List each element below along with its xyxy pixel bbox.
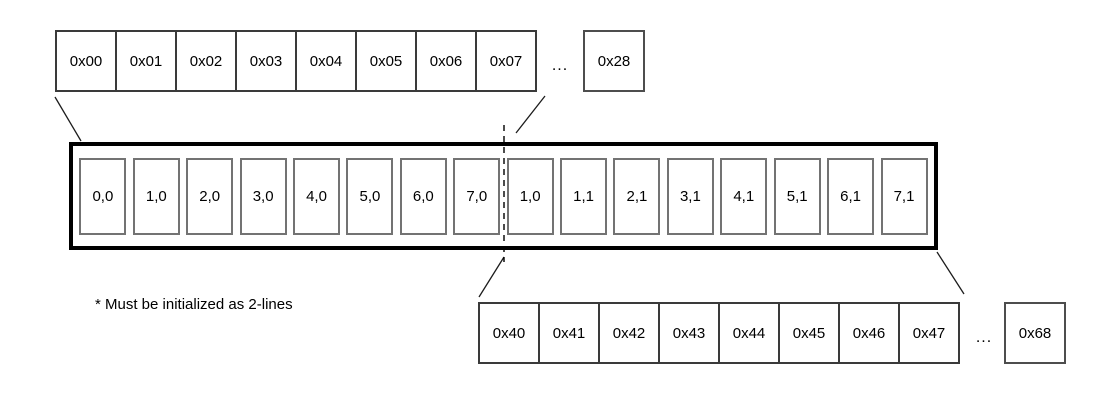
cache-line-container: 0,0 1,0 2,0 3,0 4,0 5,0 6,0 7,0 1,0 1,1 … bbox=[69, 142, 938, 250]
top-address-row: 0x00 0x01 0x02 0x03 0x04 0x05 0x06 0x07 bbox=[55, 30, 537, 92]
note-text: * Must be initialized as 2-lines bbox=[95, 296, 293, 313]
address-cell: 0x42 bbox=[598, 302, 660, 364]
address-cell: 0x44 bbox=[718, 302, 780, 364]
address-cell: 0x07 bbox=[475, 30, 537, 92]
top-ellipsis: ... bbox=[551, 57, 569, 74]
address-cell-tail: 0x68 bbox=[1004, 302, 1066, 364]
cache-cell: 5,0 bbox=[346, 157, 394, 235]
cache-cell: 5,1 bbox=[773, 157, 821, 235]
cache-cell: 7,0 bbox=[453, 157, 501, 235]
cache-cell: 0,0 bbox=[79, 157, 127, 235]
address-cell: 0x03 bbox=[235, 30, 297, 92]
connector-line bbox=[478, 256, 505, 298]
cache-cell: 1,0 bbox=[132, 157, 180, 235]
cache-cell: 2,1 bbox=[613, 157, 661, 235]
cache-cell: 3,1 bbox=[666, 157, 714, 235]
address-cell-tail: 0x28 bbox=[583, 30, 645, 92]
address-cell: 0x45 bbox=[778, 302, 840, 364]
bottom-address-row: 0x40 0x41 0x42 0x43 0x44 0x45 0x46 0x47 bbox=[478, 302, 960, 364]
address-cell: 0x41 bbox=[538, 302, 600, 364]
address-cell: 0x47 bbox=[898, 302, 960, 364]
cache-cell: 6,1 bbox=[827, 157, 875, 235]
address-cell: 0x05 bbox=[355, 30, 417, 92]
cache-cell: 1,0 bbox=[506, 157, 554, 235]
address-cell: 0x06 bbox=[415, 30, 477, 92]
cache-cell: 4,1 bbox=[720, 157, 768, 235]
cache-cell: 1,1 bbox=[560, 157, 608, 235]
address-cell: 0x40 bbox=[478, 302, 540, 364]
address-cell: 0x04 bbox=[295, 30, 357, 92]
cache-cell: 4,0 bbox=[293, 157, 341, 235]
address-cell: 0x43 bbox=[658, 302, 720, 364]
cache-cell: 3,0 bbox=[239, 157, 287, 235]
connector-line bbox=[54, 96, 82, 142]
connector-line bbox=[515, 95, 546, 134]
connector-line bbox=[936, 251, 965, 295]
address-cell: 0x46 bbox=[838, 302, 900, 364]
cache-cell: 2,0 bbox=[186, 157, 234, 235]
address-cell: 0x01 bbox=[115, 30, 177, 92]
cache-cell: 7,1 bbox=[880, 157, 928, 235]
bottom-ellipsis: ... bbox=[975, 329, 993, 346]
address-cell: 0x02 bbox=[175, 30, 237, 92]
address-cell: 0x00 bbox=[55, 30, 117, 92]
cache-cell: 6,0 bbox=[399, 157, 447, 235]
